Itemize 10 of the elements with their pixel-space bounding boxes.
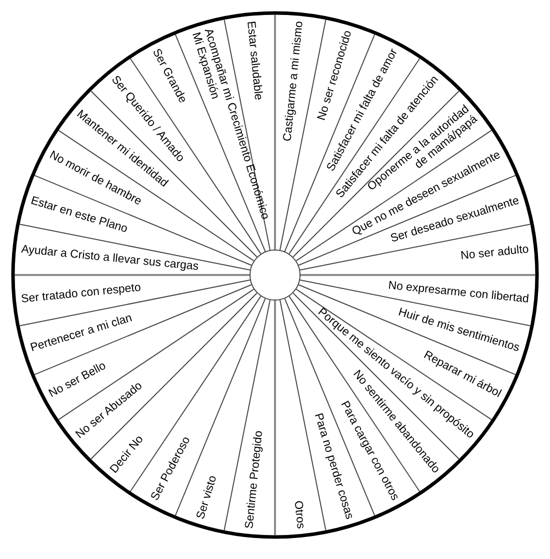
segment-label: No expresarme con libertad bbox=[386, 280, 530, 306]
segment-label: Ser visto bbox=[194, 473, 221, 521]
segment-label: Ayudar a Cristo a llevar sus cargas bbox=[20, 244, 201, 274]
segment-label: Castigarme a mi mismo bbox=[282, 20, 306, 144]
segment-label: Otros bbox=[290, 498, 306, 530]
segment-label: No ser Bello bbox=[47, 359, 110, 401]
segment-label: Ser tratado con respeto bbox=[20, 282, 144, 306]
segment-label: Estar saludable bbox=[244, 20, 264, 102]
segment-label: Sentirme Protegido bbox=[244, 428, 266, 530]
segment-label: No ser adulto bbox=[458, 244, 530, 264]
